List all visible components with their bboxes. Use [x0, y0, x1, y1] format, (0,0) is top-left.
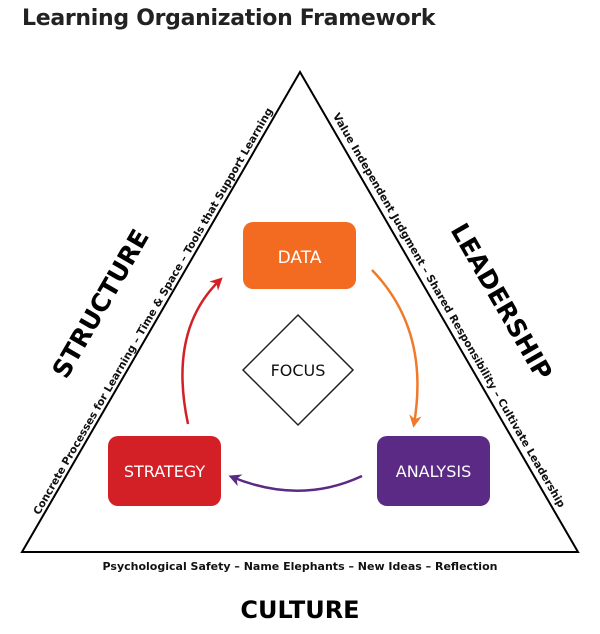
arrow-data-to-analysis	[371, 269, 422, 428]
analysis-box: ANALYSIS	[377, 436, 490, 506]
arrow-analysis-to-strategy	[228, 474, 363, 492]
analysis-box-label: ANALYSIS	[396, 462, 471, 481]
data-box: DATA	[243, 222, 356, 289]
culture-text: Psychological Safety – Name Elephants – …	[103, 560, 498, 573]
triangle-outline	[20, 70, 580, 553]
strategy-box: STRATEGY	[108, 436, 221, 506]
data-box-label: DATA	[278, 248, 322, 268]
strategy-box-label: STRATEGY	[124, 462, 206, 481]
analysis-box-shape	[377, 436, 490, 506]
focus-label: FOCUS	[271, 361, 326, 380]
leadership-label: LEADERSHIP	[445, 218, 558, 385]
arrow-strategy-to-data	[181, 277, 223, 425]
focus-diamond: FOCUS	[241, 313, 355, 427]
structure-label: STRUCTURE	[46, 224, 154, 383]
focus-diamond-shape	[241, 313, 355, 427]
strategy-box-shape	[108, 436, 221, 506]
culture-label: CULTURE	[240, 596, 359, 624]
page-title: Learning Organization Framework	[22, 6, 436, 31]
data-box-shape	[243, 222, 356, 289]
